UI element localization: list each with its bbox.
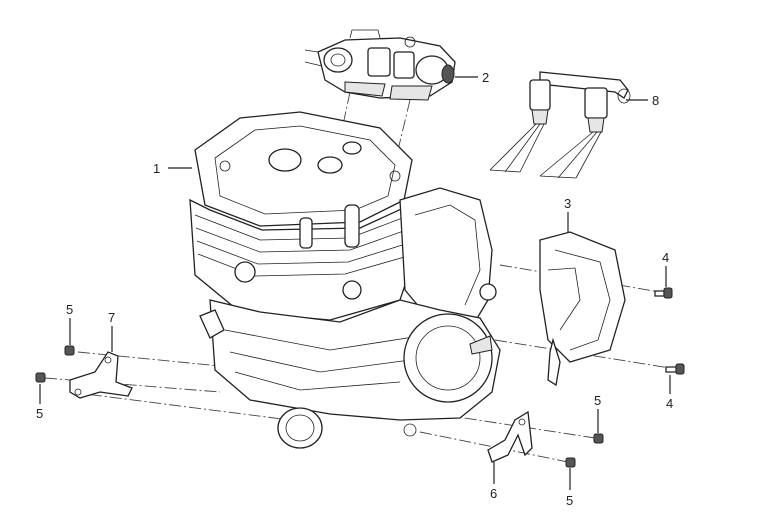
bolts (35, 287, 685, 468)
callout-8: 8 (652, 93, 659, 108)
bracket-right (487, 410, 533, 463)
bracket-left (69, 351, 133, 399)
engine-block (189, 111, 501, 449)
callout-labels: 1 2 3 4 4 5 5 5 5 6 7 8 (36, 70, 673, 508)
callout-4-bottom: 4 (666, 396, 673, 411)
callout-4-top: 4 (662, 250, 669, 265)
callout-5-left-bottom: 5 (36, 406, 43, 421)
callout-1: 1 (153, 161, 160, 176)
callout-2: 2 (482, 70, 489, 85)
sprocket-cover (539, 231, 626, 387)
callout-3: 3 (564, 196, 571, 211)
callout-6: 6 (490, 486, 497, 501)
callout-5-right-top: 5 (594, 393, 601, 408)
callout-7: 7 (108, 310, 115, 325)
callout-5-right-bottom: 5 (566, 493, 573, 508)
fuel-injector-rail (489, 71, 631, 179)
leader-lines (39, 76, 671, 490)
throttle-body-assembly (304, 29, 456, 101)
callout-5-left-top: 5 (66, 302, 73, 317)
